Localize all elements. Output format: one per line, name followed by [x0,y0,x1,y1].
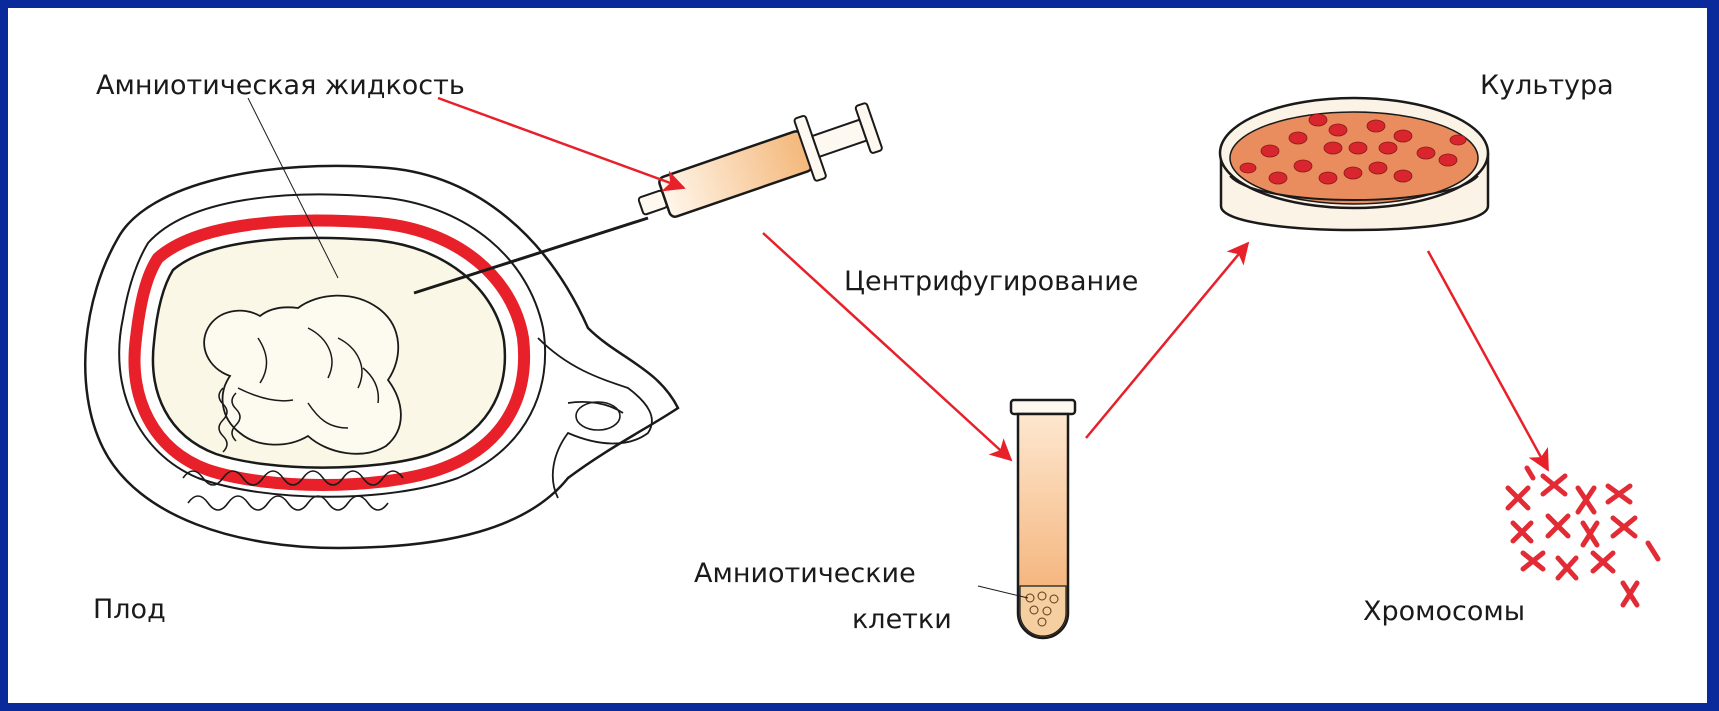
syringe-barrel [658,130,814,219]
chromosome [1613,518,1635,536]
chromosome [1608,486,1630,502]
chromosome [1578,488,1594,512]
arrow-fluid-to-syringe [438,98,684,188]
chromosome [1548,516,1568,536]
syringe-needle [414,218,648,293]
chromosome [1508,488,1528,508]
bladder [576,402,620,430]
label-culture: Культура [1480,70,1614,101]
label-amniotic-fluid: Амниотическая жидкость [96,70,465,101]
chromosomes-cluster [1508,468,1658,605]
label-chromosomes: Хромосомы [1363,596,1525,627]
chromosome [1583,523,1597,545]
chromosome [1648,543,1658,559]
chromosome [1593,553,1613,571]
diagram-frame: Амниотическая жидкость Культура Центрифу… [8,8,1707,703]
amniocentesis-diagram: Амниотическая жидкость Культура Центрифу… [8,8,1707,703]
chromosome [1623,583,1637,605]
chromosome [1523,553,1543,569]
test-tube-cap [1011,400,1075,414]
test-tube [978,400,1075,638]
chromosome [1543,476,1565,494]
arrow-culture-to-chromosomes [1428,251,1548,470]
petri-dish [1220,98,1488,230]
label-amniotic-cells-line2: клетки [852,604,952,635]
label-centrifugation: Центрифугирование [844,266,1138,297]
chromosome [1527,468,1533,478]
label-amniotic-cells-line1: Амниотические [694,558,916,589]
syringe-plunger [812,120,866,157]
uterus-illustration [85,98,678,548]
chromosome [1513,523,1531,541]
chromosome [1558,558,1576,578]
label-fetus: Плод [93,594,166,625]
